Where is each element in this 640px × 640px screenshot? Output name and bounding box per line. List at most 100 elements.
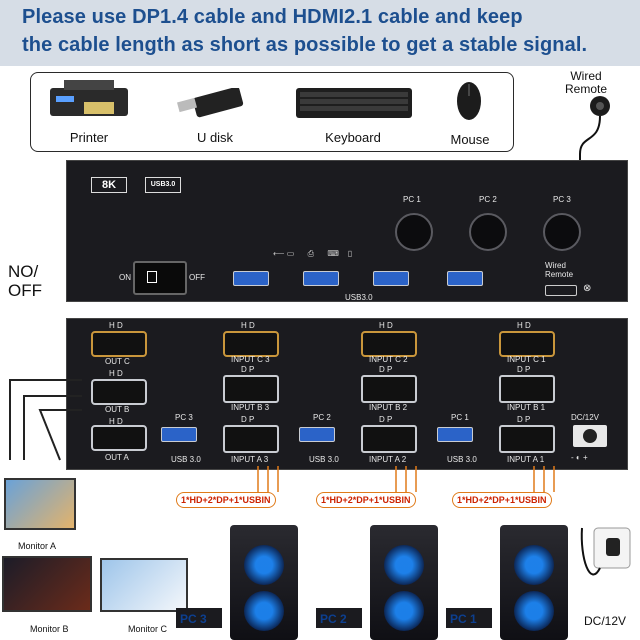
out-b-hd-label: H D <box>109 369 123 378</box>
monitor-a-screen <box>4 478 76 530</box>
usb-pc1-label: PC 1 <box>451 413 469 422</box>
input-a3-dp-port[interactable] <box>223 425 279 453</box>
out-a-label: OUT A <box>105 453 129 462</box>
usb-pc1-usb30-label: USB 3.0 <box>447 455 477 464</box>
input-a3-label: INPUT A 3 <box>231 455 269 464</box>
cable-tag-pc1: 1*HD+2*DP+1*USBIN <box>452 492 552 508</box>
monitor-c-label: Monitor C <box>128 624 168 634</box>
front-pc1-label: PC 1 <box>403 195 421 204</box>
dc-jack[interactable] <box>573 425 607 447</box>
input-a2-dp-port[interactable] <box>361 425 417 453</box>
input-b3-label: INPUT B 3 <box>231 403 270 412</box>
pc1-label: PC 1 <box>450 612 477 626</box>
out-b-hdmi-port[interactable] <box>91 379 147 405</box>
usb-drive-icon <box>176 86 246 118</box>
usb-pc2-usb30-label: USB 3.0 <box>309 455 339 464</box>
no-off-label: NO/ OFF <box>8 262 42 300</box>
printer-icon <box>44 80 134 120</box>
out-b-label: OUT B <box>105 405 130 414</box>
pc2-tower <box>370 525 438 640</box>
header-line-1: Please use DP1.4 cable and HDMI2.1 cable… <box>22 6 523 28</box>
pc3-label-box <box>176 608 222 628</box>
input-b1-dp-port[interactable] <box>499 375 555 403</box>
keyboard-label: Keyboard <box>325 130 381 145</box>
front-wired-remote-label: Wired Remote <box>545 261 574 279</box>
front-usb-port-4[interactable] <box>447 271 483 286</box>
dc12v-label: DC/12V <box>584 614 627 628</box>
remote-port[interactable] <box>545 285 577 296</box>
usb-pc3-label: PC 3 <box>175 413 193 422</box>
back-panel: H D OUT C H D OUT B H D OUT A H D INPUT … <box>66 318 628 470</box>
input-c3-hdmi-port[interactable] <box>223 331 279 357</box>
front-usb-port-3[interactable] <box>373 271 409 286</box>
monitor-b-label: Monitor B <box>30 624 69 634</box>
udisk-label: U disk <box>196 130 234 145</box>
input-c2-hdmi-port[interactable] <box>361 331 417 357</box>
pc1-c-hd-label: H D <box>517 321 531 330</box>
pc2-label: PC 2 <box>320 612 347 626</box>
input-a1-dp-port[interactable] <box>499 425 555 453</box>
input-c2-label: INPUT C 2 <box>369 355 408 364</box>
input-b2-dp-port[interactable] <box>361 375 417 403</box>
front-pc2-label: PC 2 <box>479 195 497 204</box>
usb-pc3-port[interactable] <box>161 427 197 442</box>
usb-pc3-usb30-label: USB 3.0 <box>171 455 201 464</box>
pc1-label-box <box>446 608 492 628</box>
input-c1-label: INPUT C 1 <box>507 355 546 364</box>
pc3-a-dp-label: D P <box>241 415 255 424</box>
pc3-c-hd-label: H D <box>241 321 255 330</box>
pc3-tower <box>230 525 298 640</box>
out-c-hdmi-port[interactable] <box>91 331 147 357</box>
badge-8k: 8K <box>91 177 127 193</box>
front-usb30-label: USB3.0 <box>345 293 373 302</box>
pc1-switch-button[interactable] <box>395 213 433 251</box>
keyboard-icon <box>294 84 414 122</box>
pc1-a-dp-label: D P <box>517 415 531 424</box>
power-off-label: OFF <box>189 273 205 282</box>
usb-pc1-port[interactable] <box>437 427 473 442</box>
out-c-label: OUT C <box>105 357 130 366</box>
monitor-b-screen <box>2 556 92 612</box>
badge-usb30: USB3.0 <box>145 177 181 193</box>
monitor-a-label: Monitor A <box>18 541 57 551</box>
input-b1-label: INPUT B 1 <box>507 403 546 412</box>
pc2-b-dp-label: D P <box>379 365 393 374</box>
header-line-2: the cable length as short as possible to… <box>22 34 588 56</box>
usb-pc2-port[interactable] <box>299 427 335 442</box>
power-on-label: ON <box>119 273 131 282</box>
input-c3-label: INPUT C 3 <box>231 355 270 364</box>
accessories-box <box>30 72 514 152</box>
pc2-label-box <box>316 608 362 628</box>
cable-tag-pc3: 1*HD+2*DP+1*USBIN <box>176 492 276 508</box>
mouse-icon <box>454 80 484 122</box>
front-panel: 8K USB3.0 PC 1 PC 2 PC 3 ON OFF ⟵ ▭ ⎙ ⌨ … <box>66 160 628 302</box>
cable-bundle-lines <box>150 462 590 502</box>
dc-label: DC/12V <box>571 413 600 422</box>
wired-remote-icon[interactable] <box>574 94 624 164</box>
pc1-tower <box>500 525 568 640</box>
out-a-hdmi-port[interactable] <box>91 425 147 451</box>
input-b3-dp-port[interactable] <box>223 375 279 403</box>
input-c1-hdmi-port[interactable] <box>499 331 555 357</box>
header-banner <box>0 0 640 66</box>
input-a2-label: INPUT A 2 <box>369 455 407 464</box>
out-c-hd-label: H D <box>109 321 123 330</box>
pc3-label: PC 3 <box>180 612 207 626</box>
front-usb-port-1[interactable] <box>233 271 269 286</box>
power-adapter-icon <box>580 518 636 598</box>
power-switch[interactable] <box>133 261 187 295</box>
input-a1-label: INPUT A 1 <box>507 455 545 464</box>
pc3-switch-button[interactable] <box>543 213 581 251</box>
dc-polarity-symbol: - ◐ + <box>571 453 588 462</box>
cable-tag-pc2: 1*HD+2*DP+1*USBIN <box>316 492 416 508</box>
pc2-switch-button[interactable] <box>469 213 507 251</box>
mouse-label: Mouse <box>450 132 490 147</box>
wired-remote-label: Wired Remote <box>564 69 608 96</box>
input-b2-label: INPUT B 2 <box>369 403 408 412</box>
pc2-a-dp-label: D P <box>379 415 393 424</box>
pc3-b-dp-label: D P <box>241 365 255 374</box>
front-usb-port-2[interactable] <box>303 271 339 286</box>
printer-label: Printer <box>69 130 109 145</box>
monitor-c-screen <box>100 558 188 612</box>
usb-pc2-label: PC 2 <box>313 413 331 422</box>
